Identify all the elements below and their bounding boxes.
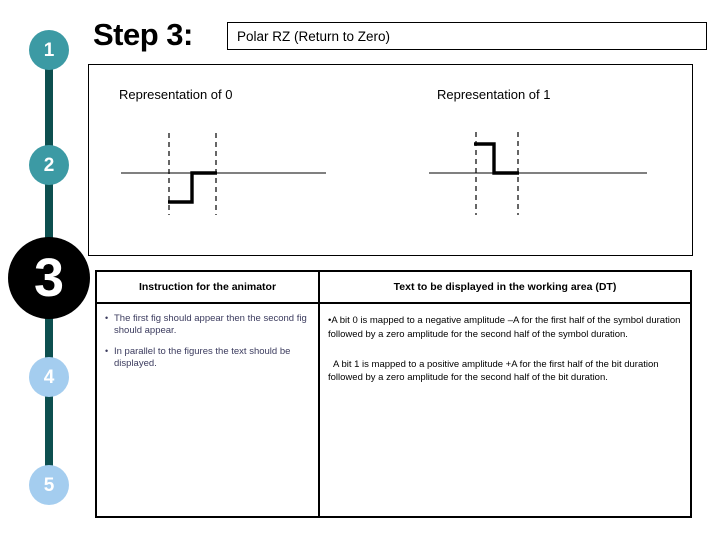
list-item-text: In parallel to the figures the text shou… — [114, 345, 291, 369]
table-header-instruction: Instruction for the animator — [97, 272, 318, 304]
bullet-icon: • — [105, 345, 109, 356]
list-item: • The first fig should appear then the s… — [105, 313, 310, 337]
waveform-bit-0 — [121, 133, 326, 215]
title-text: Polar RZ (Return to Zero) — [237, 28, 391, 44]
title-box: Polar RZ (Return to Zero) — [227, 22, 707, 50]
table-cell-instructions: • The first fig should appear then the s… — [97, 304, 318, 516]
list-item-text: The first fig should appear then the sec… — [114, 313, 307, 336]
rep1-signal-trace — [474, 142, 519, 175]
bullet-icon: • — [105, 313, 109, 323]
header: Step 3: Polar RZ (Return to Zero) — [93, 17, 707, 54]
representation-of-0-caption: Representation of 0 — [119, 87, 233, 102]
list-item: • In parallel to the figures the text sh… — [105, 346, 310, 370]
table-column-instructions: Instruction for the animator • The first… — [97, 272, 320, 516]
rep0-signal-trace — [168, 171, 217, 204]
display-text-bit-1: A bit 1 is mapped to a positive amplitud… — [328, 358, 659, 384]
display-text-bit-0: •A bit 0 is mapped to a negative amplitu… — [328, 315, 681, 340]
table-header-display-text: Text to be displayed in the working area… — [320, 272, 690, 304]
step-node-4-label: 4 — [43, 366, 55, 388]
step-node-1[interactable]: 1 — [29, 30, 69, 70]
step-rail: 1 2 3 4 5 — [0, 0, 100, 540]
step-node-5-label: 5 — [43, 474, 55, 496]
table-cell-display-text: •A bit 0 is mapped to a negative amplitu… — [320, 304, 690, 516]
step-node-4[interactable]: 4 — [29, 357, 69, 397]
representation-of-1-caption: Representation of 1 — [437, 87, 551, 102]
instruction-table: Instruction for the animator • The first… — [95, 270, 692, 518]
step-node-2[interactable]: 2 — [29, 145, 69, 185]
step-node-1-label: 1 — [43, 39, 55, 61]
step-node-2-label: 2 — [43, 154, 55, 176]
step-node-5[interactable]: 5 — [29, 465, 69, 505]
step-node-3-active[interactable]: 3 — [8, 237, 90, 319]
waveform-bit-1 — [429, 132, 647, 215]
step-node-3-label: 3 — [33, 248, 65, 308]
page-title: Step 3: — [93, 17, 193, 52]
table-column-display-text: Text to be displayed in the working area… — [320, 272, 690, 516]
figure-panel: Representation of 0 Representation of 1 — [88, 64, 693, 256]
